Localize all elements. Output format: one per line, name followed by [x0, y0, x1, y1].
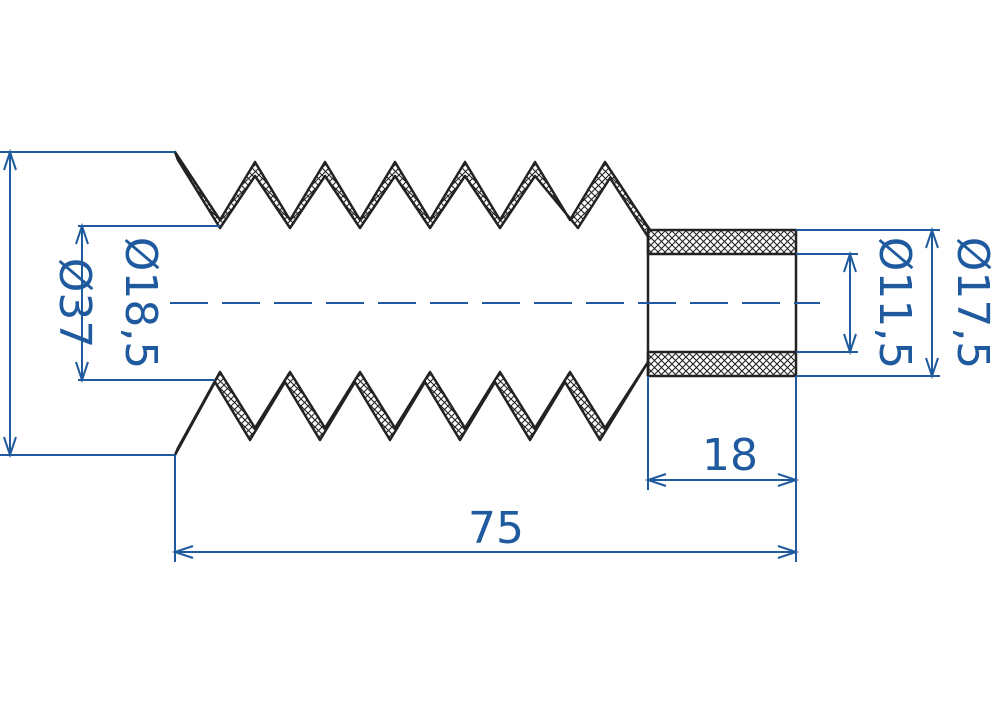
sleeve-upper-wall — [646, 228, 798, 256]
sleeve-outer-diameter-label: Ø17,5 — [947, 237, 998, 370]
overall-length-label: 75 — [468, 503, 524, 554]
dimension-sleeve-length: 18 — [644, 376, 800, 490]
sleeve-inner-diameter-label: Ø11,5 — [869, 237, 920, 370]
lower-bellows-wall — [173, 360, 650, 457]
dimension-overall-length: 75 — [171, 455, 800, 562]
outer-diameter-label: Ø37 — [49, 258, 100, 349]
dimension-outer-diameter: Ø37 — [0, 148, 175, 459]
dimension-sleeve-inner-diameter: Ø11,5 — [796, 237, 920, 370]
sleeve-length-label: 18 — [702, 430, 758, 481]
bellows-inner-diameter-label: Ø18,5 — [115, 237, 166, 370]
bellows-part — [173, 150, 798, 457]
dimension-bellows-inner-diameter: Ø18,5 — [75, 222, 220, 384]
upper-bellows-wall — [173, 150, 654, 245]
sleeve-lower-wall — [646, 350, 798, 378]
dimension-sleeve-outer-diameter: Ø17,5 — [796, 226, 998, 380]
